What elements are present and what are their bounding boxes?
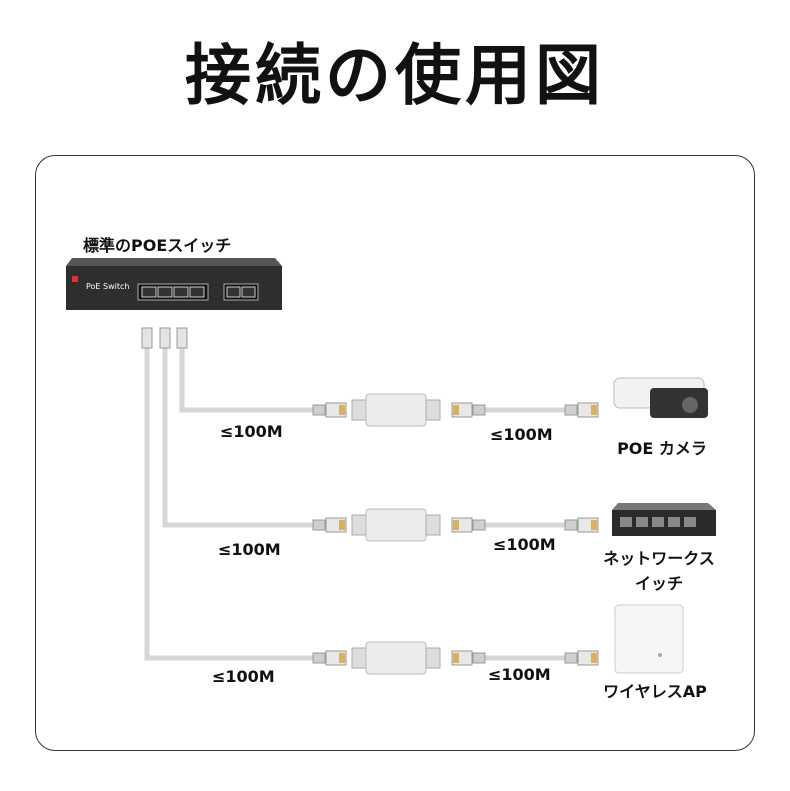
camera-image bbox=[613, 377, 708, 418]
switch-label: 標準のPOEスイッチ bbox=[83, 236, 232, 255]
network-switch-image bbox=[612, 503, 716, 536]
row-2-right-distance: ≤100M bbox=[493, 535, 556, 554]
switch-brand-text: PoE Switch bbox=[86, 282, 130, 291]
row-1-left-distance: ≤100M bbox=[220, 422, 283, 441]
diagram-panel bbox=[35, 155, 755, 751]
row-1-right-distance: ≤100M bbox=[490, 425, 553, 444]
cables bbox=[144, 345, 565, 661]
row-3-right-distance: ≤100M bbox=[488, 665, 551, 684]
device-camera-label: POE カメラ bbox=[617, 439, 707, 458]
device-network-switch-label: ネットワークス bbox=[603, 549, 715, 568]
row-2-left-distance: ≤100M bbox=[218, 540, 281, 559]
page-title: 接続の使用図 bbox=[185, 37, 605, 114]
wireless-ap-image bbox=[614, 604, 684, 674]
device-network-switch-label-line2: イッチ bbox=[634, 574, 683, 593]
row-3-left-distance: ≤100M bbox=[212, 667, 275, 686]
switch-plugs bbox=[141, 327, 188, 349]
device-wireless-ap-label: ワイヤレスAP bbox=[603, 682, 707, 701]
poe-switch-image bbox=[66, 258, 282, 310]
